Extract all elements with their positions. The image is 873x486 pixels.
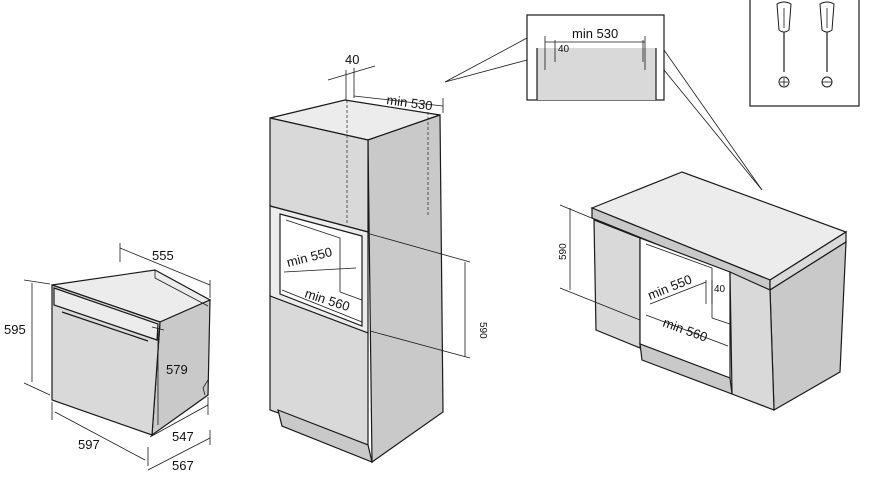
phillips-screwdriver-icon bbox=[776, 1, 792, 88]
oven-depth-total-label: 567 bbox=[172, 458, 194, 473]
oven-width-label: 597 bbox=[78, 437, 100, 452]
oven-dimensions bbox=[23, 243, 211, 471]
oven-depth-inner-label: 547 bbox=[172, 429, 194, 444]
oven-drawing bbox=[51, 269, 212, 437]
counter-gap-label: 40 bbox=[714, 284, 726, 295]
detail-gap-label: 40 bbox=[558, 44, 570, 55]
under-counter-dimensions bbox=[559, 204, 729, 347]
cabinet-gap-label: 40 bbox=[345, 52, 359, 67]
oven-inner-height-label: 579 bbox=[166, 362, 188, 377]
cabinet-height-label: 590 bbox=[477, 322, 488, 339]
cabinet-depth-label: min 530 bbox=[386, 92, 434, 113]
flathead-screwdriver-icon bbox=[819, 1, 835, 88]
counter-height-label: 590 bbox=[558, 243, 569, 260]
tall-cabinet-dimensions bbox=[281, 65, 471, 359]
oven-height-label: 595 bbox=[4, 322, 26, 337]
detail-box bbox=[444, 14, 763, 191]
under-counter-drawing bbox=[590, 171, 848, 412]
oven-depth-label: 555 bbox=[152, 248, 174, 263]
detail-depth-label: min 530 bbox=[572, 26, 618, 41]
tall-cabinet-drawing bbox=[269, 99, 444, 464]
tools-box bbox=[749, 0, 860, 107]
